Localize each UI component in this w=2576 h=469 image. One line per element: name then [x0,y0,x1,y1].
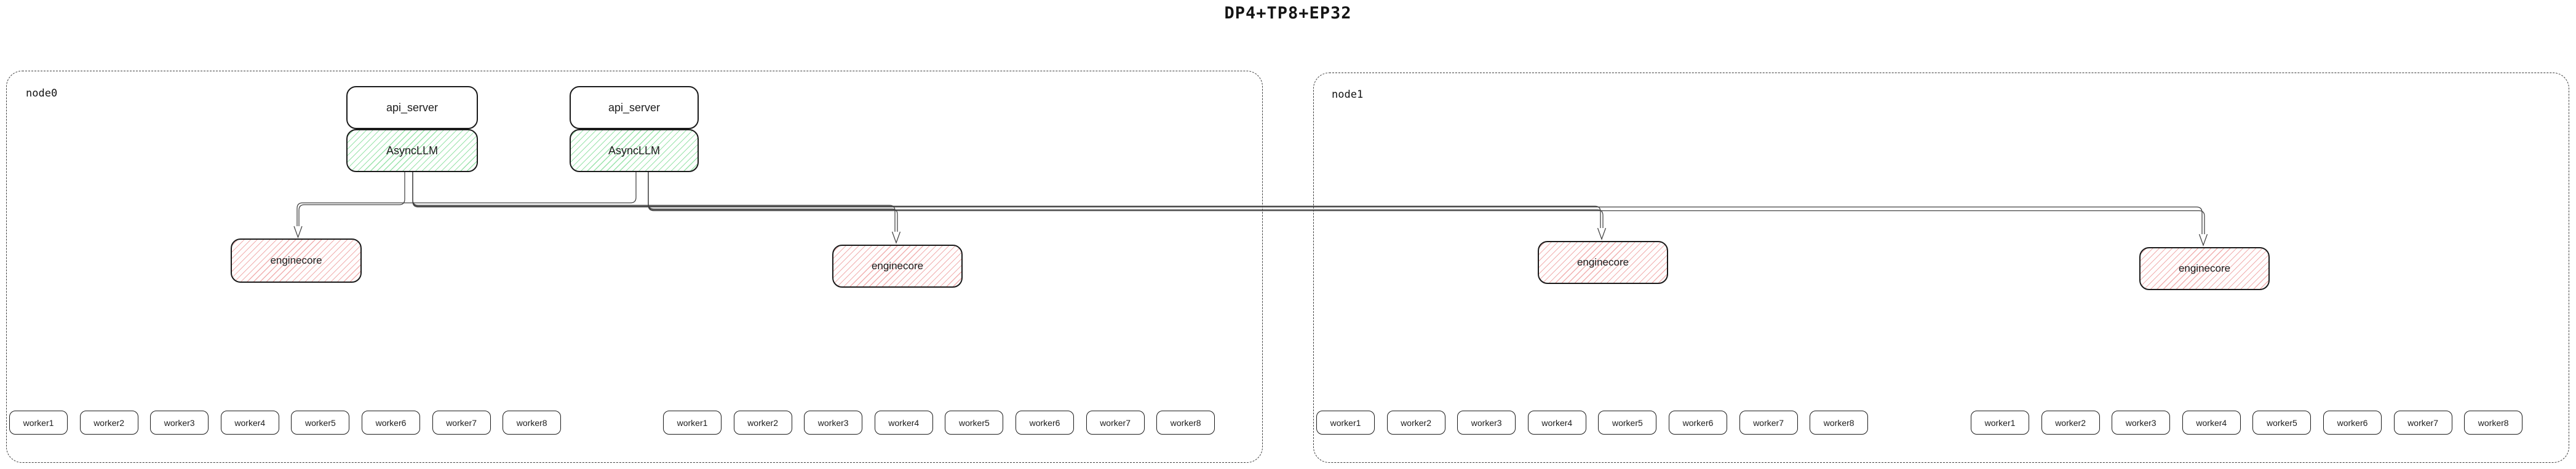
worker-box: worker4 [874,411,933,435]
worker-box: worker6 [1016,411,1074,435]
worker-box: worker4 [2182,411,2241,435]
worker-box: worker2 [733,411,792,435]
enginecore-box: enginecore [832,245,963,288]
enginecore-box: enginecore [2139,247,2270,290]
worker-box: worker1 [1971,411,2029,435]
worker-box: worker4 [1527,411,1586,435]
worker-box: worker8 [1156,411,1215,435]
worker-box: worker3 [1457,411,1516,435]
asyncllm-box: AsyncLLM [346,129,478,172]
enginecore-box: enginecore [231,238,362,283]
worker-box: worker5 [2252,411,2312,435]
api-server-box: api_server [570,86,699,129]
worker-box: worker5 [291,411,350,435]
worker-box: worker2 [2041,411,2100,435]
worker-box: worker3 [804,411,863,435]
worker-box: worker2 [1386,411,1445,435]
asyncllm-box: AsyncLLM [570,129,699,172]
worker-box: worker7 [1739,411,1798,435]
worker-box: worker5 [1598,411,1657,435]
worker-box: worker7 [1086,411,1145,435]
node1-label: node1 [1332,89,1364,101]
api-server-box: api_server [346,86,478,129]
worker-box: worker3 [150,411,209,435]
worker-box: worker8 [503,411,562,435]
worker-box: worker6 [2323,411,2382,435]
worker-box: worker3 [2112,411,2171,435]
worker-box: worker2 [79,411,138,435]
worker-box: worker5 [945,411,1004,435]
worker-box: worker8 [2464,411,2523,435]
worker-box: worker6 [362,411,420,435]
diagram-title: DP4+TP8+EP32 [1224,4,1352,23]
worker-box: worker7 [432,411,491,435]
node0-label: node0 [26,87,58,100]
worker-box: worker4 [220,411,279,435]
enginecore-box: enginecore [1538,241,1668,284]
worker-box: worker1 [1316,411,1375,435]
node0-container [6,71,1263,463]
worker-box: worker1 [663,411,722,435]
worker-box: worker1 [9,411,68,435]
node1-container [1313,73,2569,463]
worker-box: worker6 [1669,411,1727,435]
worker-box: worker7 [2393,411,2452,435]
worker-box: worker8 [1810,411,1869,435]
